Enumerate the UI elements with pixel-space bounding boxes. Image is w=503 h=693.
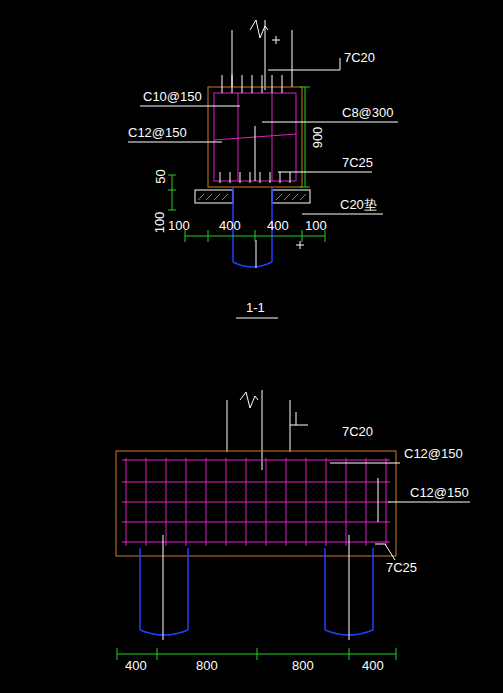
rebar-line — [246, 458, 247, 546]
dimension: 400 — [125, 658, 147, 673]
dimension: 800 — [292, 658, 314, 673]
dimension: 100 — [305, 218, 327, 233]
rebar-line — [122, 482, 390, 483]
rebar-callout: C12@150 — [410, 485, 469, 500]
rebar-callout: C12@150 — [128, 125, 187, 140]
rebar-line — [346, 458, 347, 546]
rebar-line — [366, 458, 367, 546]
rebar-line — [126, 458, 127, 546]
rebar-line — [206, 458, 207, 546]
dimension: 900 — [310, 126, 325, 148]
rebar-line — [186, 458, 187, 546]
section-title: 1-1 — [246, 300, 265, 315]
rebar-line — [326, 458, 327, 546]
rebar-line — [146, 458, 147, 546]
dimension: 50 — [153, 169, 168, 183]
rebar-line — [306, 458, 307, 546]
dimension: 400 — [267, 218, 289, 233]
dimension: 400 — [362, 658, 384, 673]
rebar-callout: 7C20 — [342, 424, 373, 439]
rebar-callout: C8@300 — [342, 105, 394, 120]
rebar-callout: 7C25 — [342, 155, 373, 170]
rebar-line — [122, 460, 390, 461]
rebar-line — [122, 522, 390, 523]
rebar-line — [266, 458, 267, 546]
rebar-line — [386, 458, 387, 546]
rebar-line — [226, 458, 227, 546]
rebar-line — [122, 542, 390, 543]
rebar-callout: 7C20 — [344, 50, 375, 65]
rebar-line — [122, 502, 390, 503]
rebar-callout: C10@150 — [143, 89, 202, 104]
dimension: 800 — [196, 658, 218, 673]
rebar-line — [286, 458, 287, 546]
material-note: C20垫 — [340, 197, 377, 212]
rebar-callout: 7C25 — [386, 560, 417, 575]
dimension: 100 — [152, 211, 167, 233]
rebar-callout: C12@150 — [404, 446, 463, 461]
dimension: 400 — [219, 218, 241, 233]
rebar-line — [166, 458, 167, 546]
dimension: 100 — [168, 218, 190, 233]
